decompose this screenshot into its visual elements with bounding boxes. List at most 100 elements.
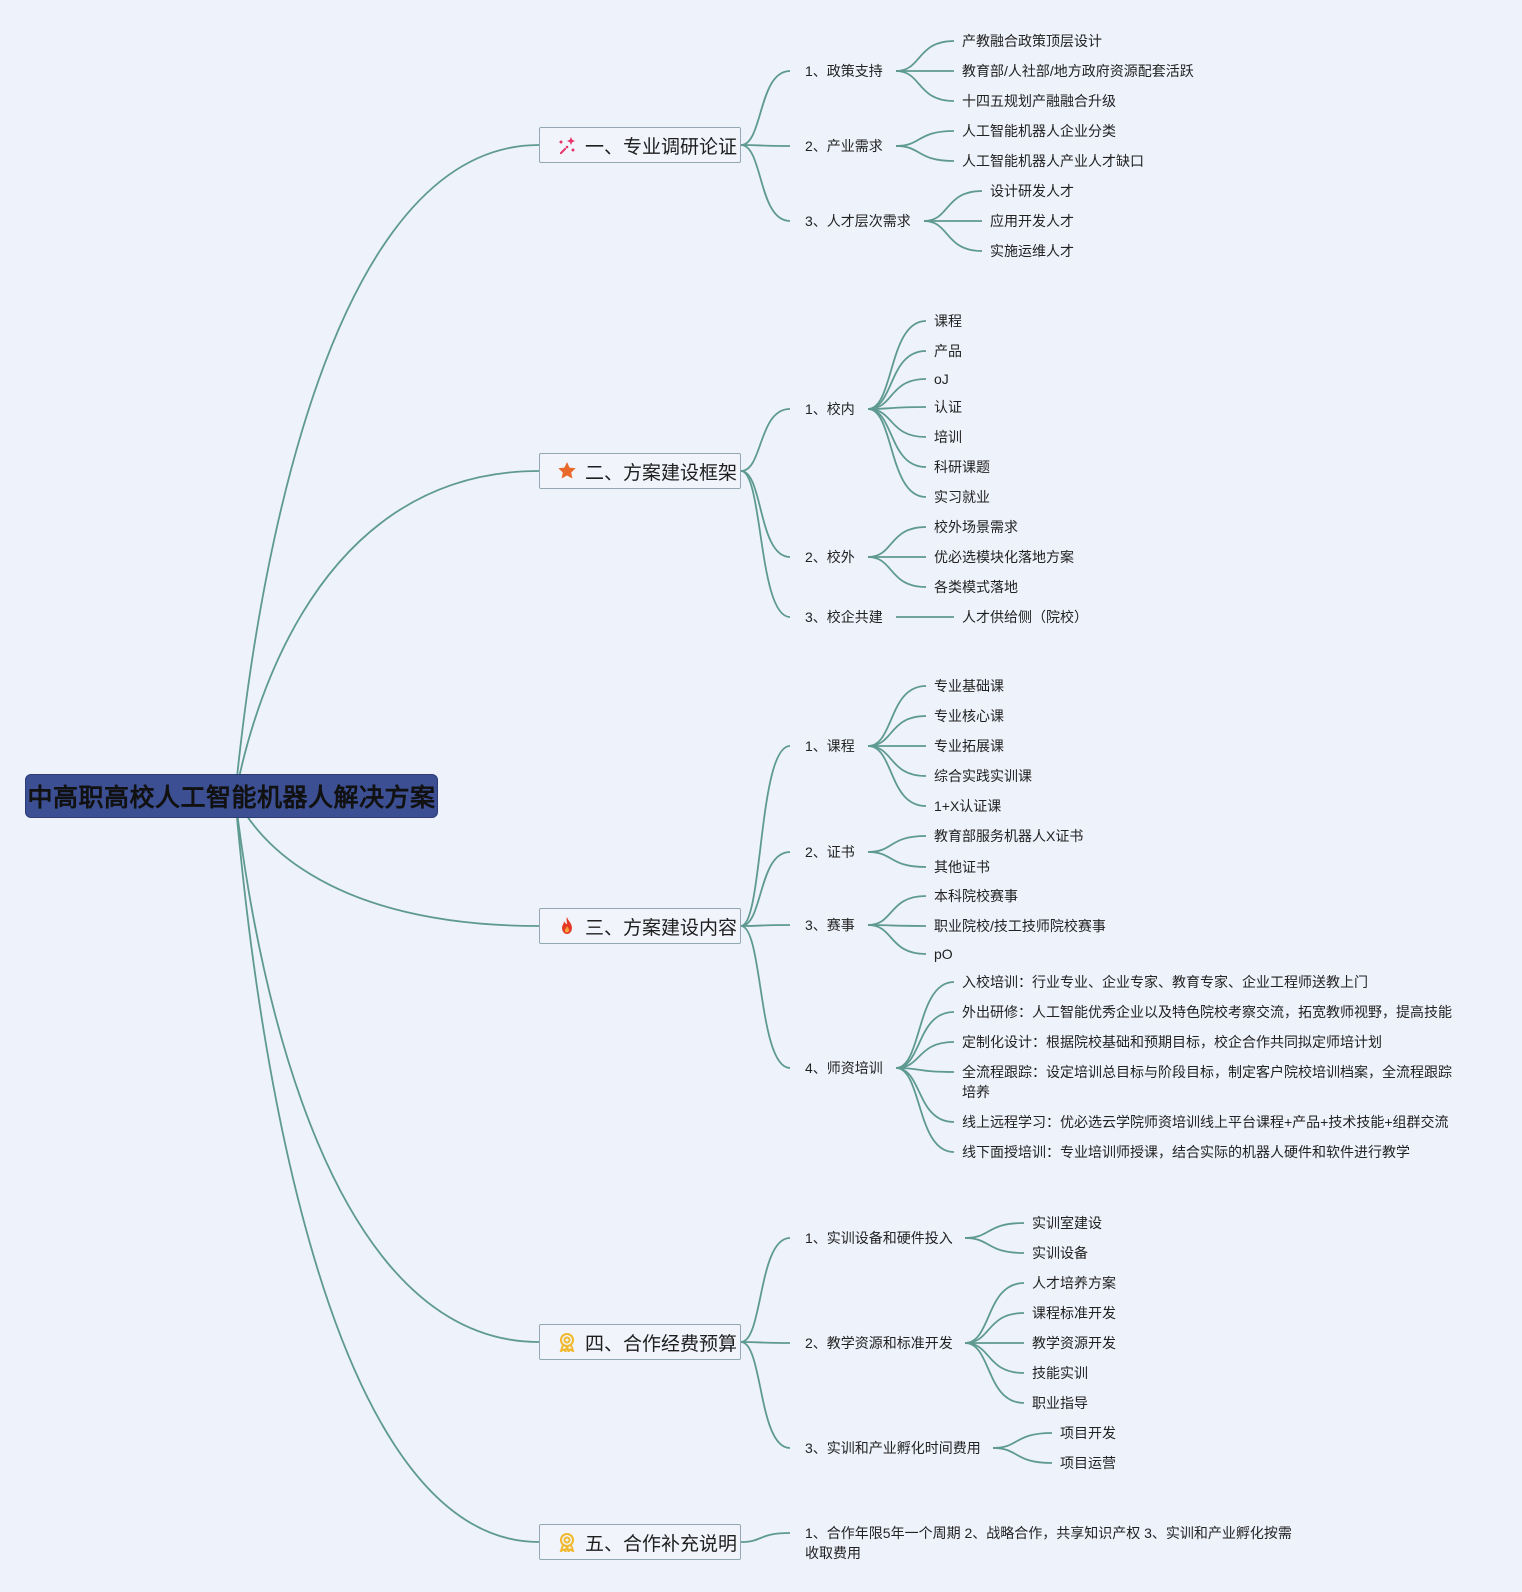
connector <box>867 350 927 410</box>
connector <box>740 144 791 147</box>
leaf-topic[interactable]: 应用开发人才 <box>990 213 1074 229</box>
subtopic[interactable]: 3、实训和产业孵化时间费用 <box>805 1440 981 1456</box>
subtopic[interactable]: 3、人才层次需求 <box>805 213 911 229</box>
leaf-topic[interactable]: 1+X认证课 <box>934 798 1002 814</box>
connector <box>867 406 927 410</box>
subtopic[interactable]: 3、赛事 <box>805 917 855 933</box>
connector <box>867 851 927 868</box>
branch-topic-2[interactable]: 二、方案建设框架 <box>539 453 741 489</box>
connector <box>992 1447 1053 1464</box>
connector <box>867 408 927 468</box>
branch-topic-3[interactable]: 三、方案建设内容 <box>539 908 741 944</box>
leaf-topic[interactable]: 实训室建设 <box>1032 1215 1102 1231</box>
leaf-topic[interactable]: 实训设备 <box>1032 1245 1088 1261</box>
leaf-topic[interactable]: 培训 <box>934 429 962 445</box>
connector <box>867 408 927 438</box>
leaf-topic[interactable]: 线下面授培训：专业培训师授课，结合实际的机器人硬件和软件进行教学 <box>962 1144 1410 1160</box>
leaf-topic[interactable]: 专业核心课 <box>934 708 1004 724</box>
leaf-topic[interactable]: 校外场景需求 <box>934 519 1018 535</box>
branch-title: 二、方案建设框架 <box>585 462 738 484</box>
leaf-topic[interactable]: 科研课题 <box>934 459 990 475</box>
connector <box>895 70 955 102</box>
subtopic[interactable]: 3、校企共建 <box>805 609 883 625</box>
leaf-topic[interactable]: 课程标准开发 <box>1032 1305 1116 1321</box>
connector <box>867 895 927 926</box>
connector <box>867 745 927 777</box>
leaf-topic[interactable]: 人才供给侧（院校） <box>962 609 1088 625</box>
leaf-topic[interactable]: 职业院校/技工技师院校赛事 <box>934 918 1106 934</box>
leaf-topic[interactable]: 认证 <box>934 399 962 415</box>
leaf-topic[interactable]: pO <box>934 946 953 962</box>
connector <box>740 1341 791 1449</box>
connector <box>867 715 927 747</box>
branch-topic-5[interactable]: 五、合作补充说明 <box>539 1524 741 1560</box>
subtopic[interactable]: 1、实训设备和硬件投入 <box>805 1230 953 1246</box>
leaf-topic[interactable]: 人工智能机器人企业分类 <box>962 123 1116 139</box>
leaf-topic[interactable]: 项目运营 <box>1060 1455 1116 1471</box>
subtopic[interactable]: 4、师资培训 <box>805 1060 883 1076</box>
subtopic[interactable]: 2、校外 <box>805 549 855 565</box>
leaf-topic[interactable]: 课程 <box>934 313 962 329</box>
leaf-topic[interactable]: 教育部/人社部/地方政府资源配套活跃 <box>962 63 1194 79</box>
leaf-topic[interactable]: 专业拓展课 <box>934 738 1004 754</box>
leaf-topic[interactable]: 职业指导 <box>1032 1395 1088 1411</box>
leaf-topic[interactable]: 本科院校赛事 <box>934 888 1018 904</box>
connector <box>895 981 955 1069</box>
leaf-topic[interactable]: 入校培训：行业专业、企业专家、教育专家、企业工程师送教上门 <box>962 974 1368 990</box>
connector <box>895 1067 955 1153</box>
leaf-topic[interactable]: 专业基础课 <box>934 678 1004 694</box>
leaf-topic[interactable]: 其他证书 <box>934 859 990 875</box>
branch-topic-1[interactable]: 一、专业调研论证 <box>539 127 741 163</box>
leaf-topic[interactable]: 人才培养方案 <box>1032 1275 1116 1291</box>
connector <box>740 851 791 927</box>
subtopic[interactable]: 1、合作年限5年一个周期 2、战略合作，共享知识产权 3、实训和产业孵化按需收取… <box>805 1525 1292 1561</box>
connector <box>740 925 791 1069</box>
subtopic[interactable]: 2、证书 <box>805 844 855 860</box>
connector <box>740 745 791 927</box>
connector <box>867 745 927 807</box>
leaf-topic[interactable]: 各类模式落地 <box>934 579 1018 595</box>
leaf-topic[interactable]: 教育部服务机器人X证书 <box>934 828 1084 844</box>
connector <box>867 408 927 498</box>
leaf-topic[interactable]: 线上远程学习：优必选云学院师资培训线上平台课程+产品+技术技能+组群交流 <box>962 1114 1449 1130</box>
root-topic[interactable]: 中高职高校人工智能机器人解决方案 <box>25 774 438 818</box>
subtopic[interactable]: 1、校内 <box>805 401 855 417</box>
subtopic[interactable]: 1、政策支持 <box>805 63 883 79</box>
leaf-topic[interactable]: 外出研修：人工智能优秀企业以及特色院校考察交流，拓宽教师视野，提高技能 <box>962 1004 1452 1020</box>
leaf-topic[interactable]: 技能实训 <box>1032 1365 1088 1381</box>
leaf-topic[interactable]: 设计研发人才 <box>990 183 1074 199</box>
subtopic[interactable]: 2、产业需求 <box>805 138 883 154</box>
leaf-topic[interactable]: 全流程跟踪：设定培训总目标与阶段目标，制定客户院校培训档案，全流程跟踪培养 <box>962 1064 1452 1100</box>
leaf-topic[interactable]: 教学资源开发 <box>1032 1335 1116 1351</box>
leaf-topic[interactable]: 综合实践实训课 <box>934 768 1032 784</box>
award-icon <box>557 1532 577 1552</box>
connector <box>992 1432 1053 1449</box>
branch-topic-4[interactable]: 四、合作经费预算 <box>539 1324 741 1360</box>
leaf-topic[interactable]: 十四五规划产融融合升级 <box>962 93 1116 109</box>
connector <box>234 144 540 797</box>
leaf-topic[interactable]: 实习就业 <box>934 489 990 505</box>
connector <box>867 835 927 853</box>
connector <box>867 320 927 410</box>
leaf-topic[interactable]: oJ <box>934 371 949 387</box>
subtopic[interactable]: 1、课程 <box>805 738 855 754</box>
leaf-topic[interactable]: 产品 <box>934 343 962 359</box>
connector <box>740 470 791 558</box>
connector <box>234 795 540 1343</box>
subtopic[interactable]: 2、教学资源和标准开发 <box>805 1335 953 1351</box>
leaf-topic[interactable]: 优必选模块化落地方案 <box>934 549 1074 565</box>
leaf-topic[interactable]: 产教融合政策顶层设计 <box>962 33 1102 49</box>
leaf-topic[interactable]: 定制化设计：根据院校基础和预期目标，校企合作共同拟定师培计划 <box>962 1034 1382 1050</box>
branch-title: 一、专业调研论证 <box>585 136 738 158</box>
leaf-topic[interactable]: 实施运维人才 <box>990 243 1074 259</box>
connector <box>740 408 791 472</box>
connector <box>895 1041 955 1069</box>
connector <box>740 70 791 146</box>
leaf-topic[interactable]: 人工智能机器人产业人才缺口 <box>962 153 1144 169</box>
leaf-topic[interactable]: 项目开发 <box>1060 1425 1116 1441</box>
branch-title: 三、方案建设内容 <box>585 917 738 939</box>
fire-icon <box>557 916 577 936</box>
connector <box>923 220 983 252</box>
connector <box>234 795 540 1543</box>
connector <box>895 1067 955 1123</box>
